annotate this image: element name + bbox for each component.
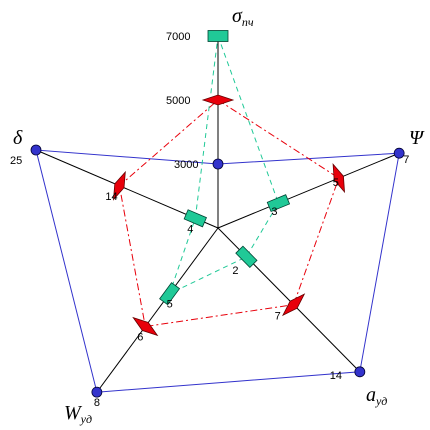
tick-label-delta: 14 [105, 191, 117, 203]
axis-line-psi [217, 151, 403, 229]
point-rect-a [235, 245, 258, 268]
axis-title-a: aуд [366, 384, 387, 408]
point-circle-sigma [212, 158, 224, 170]
point-diamond-psi [332, 163, 345, 194]
axis-title-psi: Ψ [409, 127, 425, 149]
point-circle-a [354, 366, 366, 378]
tick-label-sigma: 3000 [174, 159, 198, 171]
tick-label-sigma: 7000 [166, 31, 190, 43]
tick-label-a: 14 [330, 370, 342, 382]
tick-label-psi: 7 [403, 154, 409, 166]
axis-title-sigma: σпч [232, 5, 254, 29]
tick-label-w: 6 [137, 332, 143, 344]
point-rect-sigma [207, 30, 229, 42]
series-layer [35, 35, 400, 393]
tick-label-a: 2 [232, 265, 238, 277]
tick-label-psi: 3 [271, 206, 277, 218]
series-polygon-rect [168, 35, 279, 295]
point-rect-delta [183, 209, 207, 228]
point-diamond-w [132, 316, 159, 337]
tick-label-psi: 5 [333, 177, 339, 189]
tick-label-w: 5 [167, 299, 173, 311]
point-rect-w [159, 282, 181, 306]
tick-label-delta: 25 [10, 155, 22, 167]
tick-label-w: 8 [94, 397, 100, 409]
axis-title-w: Wуд [64, 402, 92, 426]
tick-label-sigma: 5000 [166, 95, 190, 107]
axis-title-delta: δ [13, 127, 23, 149]
tick-label-delta: 4 [187, 223, 193, 235]
series-polygon-circle [35, 149, 400, 393]
point-diamond-a [282, 293, 306, 317]
point-circle-delta [30, 144, 42, 156]
axes-layer [35, 36, 403, 393]
point-rect-psi [266, 194, 291, 213]
markers-layer [30, 30, 405, 398]
tick-labels-layer: 7000 5000 3000 7 5 3 14 7 2 8 6 5 25 14 4 [10, 31, 409, 409]
point-circle-w [91, 386, 103, 398]
point-diamond-sigma [201, 94, 235, 106]
point-circle-psi [393, 147, 405, 159]
point-diamond-delta [112, 170, 126, 201]
tick-label-a: 7 [275, 311, 281, 323]
axis-line-w [96, 227, 219, 393]
series-polygon-diamond [118, 99, 340, 328]
